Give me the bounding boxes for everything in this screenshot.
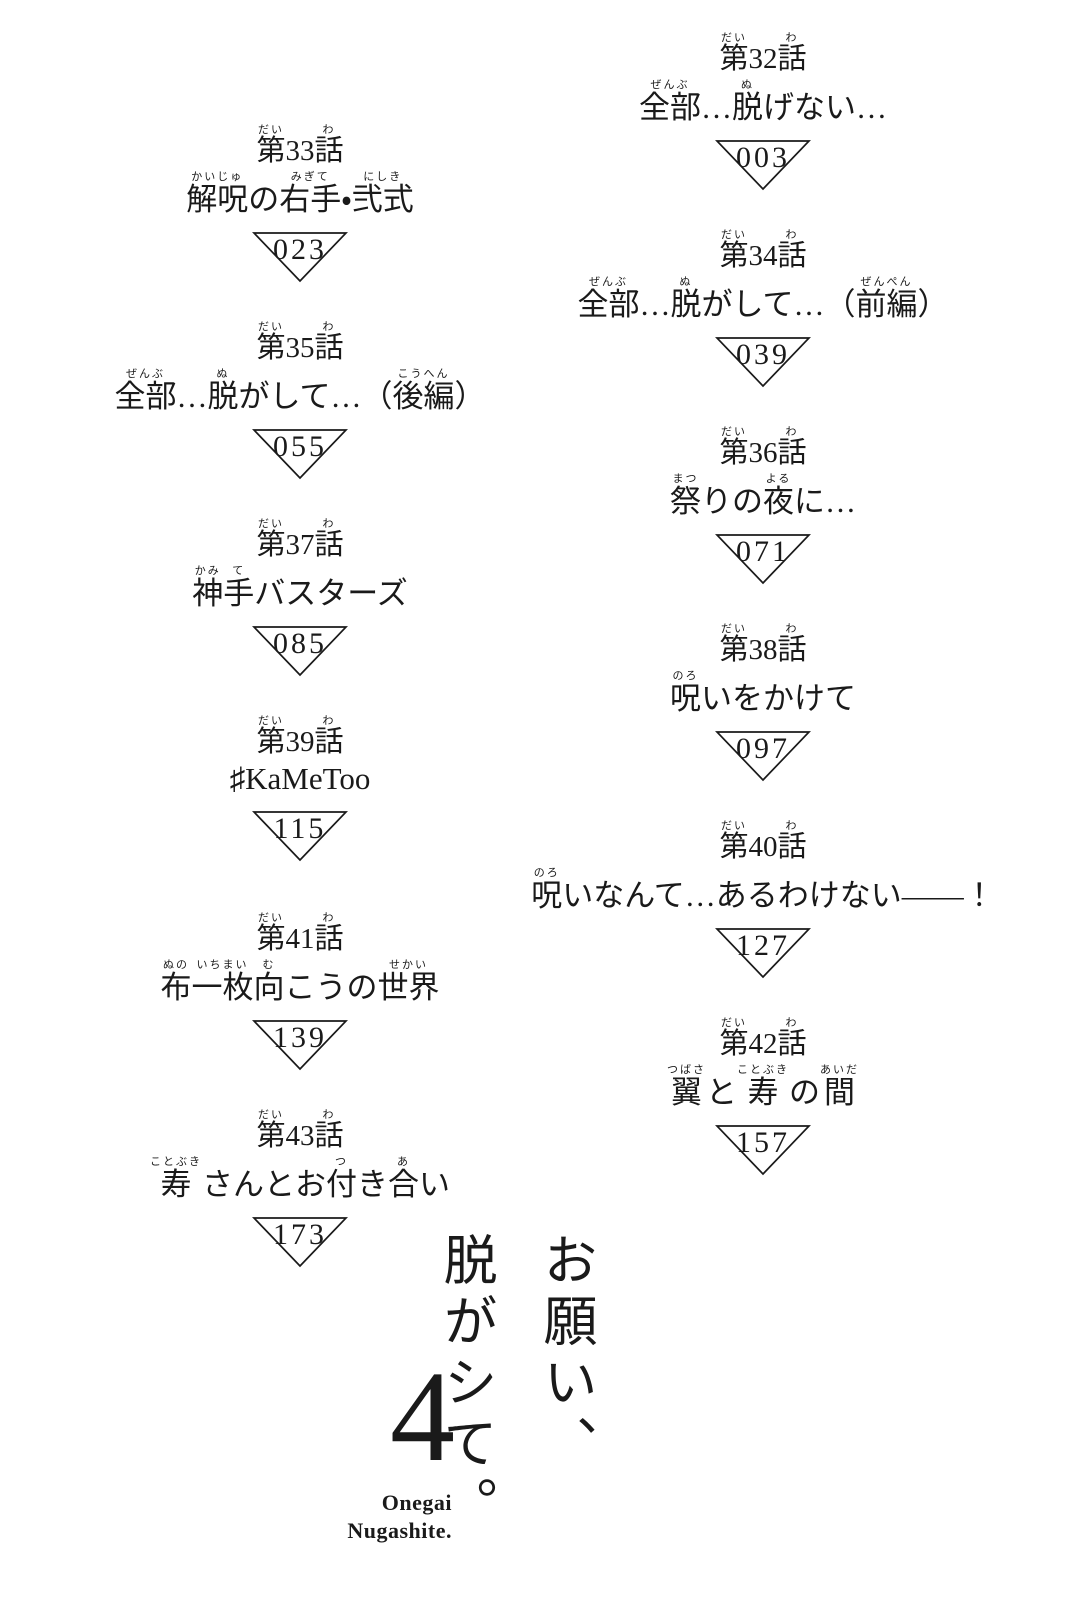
chapter-number: 第だい43話わ (256, 1109, 344, 1152)
chapter-title: 祭まつりの夜よるに… (670, 472, 856, 519)
chapter-title: 全部ぜんぶ…脱ぬがして…（後編こうへん） (114, 367, 486, 414)
chapter-entry: 第だい33話わ 解呪かいじゅの右手みぎて・弐式にしき 023 (40, 124, 560, 321)
chapter-number: 第だい40話わ (719, 820, 807, 863)
chapter-number: 第だい36話わ (719, 426, 807, 469)
page-number-triangle: 139 (252, 1020, 348, 1071)
triangle-outline-icon (715, 731, 811, 782)
chapter-entry: 第だい40話わ 呪のろいなんて…あるわけない――！ 127 (503, 820, 1023, 1017)
triangle-outline-icon (252, 811, 348, 862)
chapter-entry: 第だい41話わ 布ぬの一枚いちまい向むこうの世界せかい 139 (40, 912, 560, 1109)
triangle-outline-icon (252, 626, 348, 677)
chapter-entry: 第だい38話わ 呪のろいをかけて 097 (503, 623, 1023, 820)
chapter-entry: 第だい32話わ 全部ぜんぶ…脱ぬげない… 003 (503, 32, 1023, 229)
chapter-entry: 第だい43話わ 寿ことぶきさんとお付つき合あい 173 (40, 1109, 560, 1306)
chapter-column-right: 第だい32話わ 全部ぜんぶ…脱ぬげない… 003 第だい34話わ 全部ぜんぶ…脱… (503, 32, 1023, 1214)
page-number-triangle: 023 (252, 232, 348, 283)
page-number: 127 (736, 929, 790, 962)
page-number-triangle: 003 (715, 140, 811, 191)
chapter-number: 第だい37話わ (256, 518, 344, 561)
romaji-line-1: Onegai (381, 1490, 452, 1515)
page-number: 173 (273, 1218, 327, 1251)
page-number: 115 (274, 812, 327, 845)
triangle-outline-icon (252, 1020, 348, 1071)
chapter-number: 第だい38話わ (719, 623, 807, 666)
chapter-number: 第だい35話わ (256, 321, 344, 364)
chapter-entry: 第だい34話わ 全部ぜんぶ…脱ぬがして…（前編ぜんぺん） 039 (503, 229, 1023, 426)
chapter-column-left: 第だい33話わ 解呪かいじゅの右手みぎて・弐式にしき 023 第だい35話わ 全… (40, 124, 560, 1306)
book-title-column-1: お願い、 (535, 1232, 595, 1476)
page-number-triangle: 115 (252, 811, 348, 862)
chapter-title: 呪のろいなんて…あるわけない――！ (531, 866, 995, 913)
chapter-title: 布ぬの一枚いちまい向むこうの世界せかい (160, 958, 440, 1005)
chapter-number: 第だい32話わ (719, 32, 807, 75)
triangle-outline-icon (715, 1125, 811, 1176)
book-title-vertical: お願い、 脱がシて。 (414, 1232, 614, 1537)
page-number: 071 (736, 535, 790, 568)
triangle-outline-icon (715, 928, 811, 979)
chapter-title: 翼つばさと寿ことぶきの間あいだ (667, 1063, 859, 1110)
chapter-title: 寿ことぶきさんとお付つき合あい (150, 1155, 450, 1202)
chapter-number: 第だい42話わ (719, 1017, 807, 1060)
chapter-title: 呪のろいをかけて (670, 669, 856, 716)
volume-number: 4 (390, 1345, 455, 1489)
chapter-number: 第だい41話わ (256, 912, 344, 955)
chapter-entry: 第だい39話わ ♯KaMeToo 115 (40, 715, 560, 912)
page-number-triangle: 071 (715, 534, 811, 585)
triangle-outline-icon (252, 1217, 348, 1268)
chapter-number: 第だい33話わ (256, 124, 344, 167)
triangle-outline-icon (252, 232, 348, 283)
chapter-entry: 第だい36話わ 祭まつりの夜よるに… 071 (503, 426, 1023, 623)
triangle-outline-icon (715, 534, 811, 585)
chapter-title: 神かみ手てバスターズ (192, 564, 408, 611)
page-number: 097 (736, 732, 790, 765)
chapter-number: 第だい34話わ (719, 229, 807, 272)
chapter-title: 全部ぜんぶ…脱ぬがして…（前編ぜんぺん） (577, 275, 949, 322)
triangle-outline-icon (252, 429, 348, 480)
chapter-title: ♯KaMeToo (229, 760, 371, 796)
page-number: 085 (273, 627, 327, 660)
page-number-triangle: 127 (715, 928, 811, 979)
page-number-triangle: 039 (715, 337, 811, 388)
page-number-triangle: 085 (252, 626, 348, 677)
chapter-entry: 第だい37話わ 神かみ手てバスターズ 085 (40, 518, 560, 715)
romaji-line-2: Nugashite. (347, 1517, 452, 1543)
page-number: 003 (736, 141, 790, 174)
chapter-entry: 第だい42話わ 翼つばさと寿ことぶきの間あいだ 157 (503, 1017, 1023, 1214)
chapter-entry: 第だい35話わ 全部ぜんぶ…脱ぬがして…（後編こうへん） 055 (40, 321, 560, 518)
chapter-title: 全部ぜんぶ…脱ぬげない… (639, 78, 887, 125)
book-title-column-2: 脱がシて。 (435, 1232, 496, 1537)
triangle-outline-icon (715, 140, 811, 191)
chapter-number: 第だい39話わ (256, 715, 344, 758)
page-number: 139 (273, 1021, 327, 1054)
page-number-triangle: 173 (252, 1217, 348, 1268)
triangle-outline-icon (715, 337, 811, 388)
chapter-title: 解呪かいじゅの右手みぎて・弐式にしき (186, 170, 414, 217)
page-number-triangle: 157 (715, 1125, 811, 1176)
romaji-title: Onegai Nugashite. (270, 1489, 452, 1544)
page-number-triangle: 097 (715, 731, 811, 782)
page-number: 157 (736, 1126, 790, 1159)
page-number: 055 (273, 430, 327, 463)
page-number: 039 (736, 338, 790, 371)
page-number-triangle: 055 (252, 429, 348, 480)
page-number: 023 (273, 233, 327, 266)
